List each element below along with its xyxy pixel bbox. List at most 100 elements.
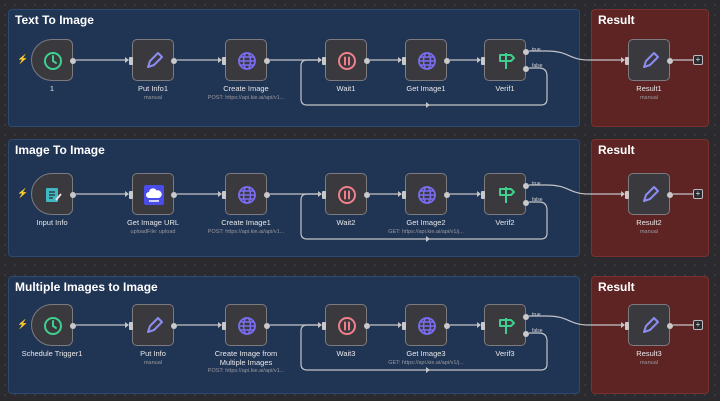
node-put-info1[interactable] <box>129 39 177 81</box>
node-label: Verif1 <box>495 84 515 93</box>
output-port[interactable] <box>444 192 450 198</box>
group-title: Text To Image <box>15 13 94 27</box>
output-port[interactable] <box>364 58 370 64</box>
node-label: Put Info <box>140 349 166 358</box>
group-title: Result <box>598 13 635 27</box>
input-port[interactable] <box>625 322 629 330</box>
node-wait1[interactable] <box>322 39 370 81</box>
connection-arrow <box>398 322 402 328</box>
true-branch-label: true <box>532 47 541 53</box>
input-port[interactable] <box>129 57 133 65</box>
input-port[interactable] <box>322 57 326 65</box>
connection-arrow <box>477 322 481 328</box>
output-port[interactable] <box>171 192 177 198</box>
input-port[interactable] <box>322 322 326 330</box>
node-label: Schedule Trigger1 <box>21 349 83 358</box>
input-port[interactable] <box>402 57 406 65</box>
node-1[interactable] <box>31 39 76 81</box>
input-port[interactable] <box>222 57 226 65</box>
connection-arrow <box>398 191 402 197</box>
node-label: Verif2 <box>495 218 515 227</box>
connection-arrow <box>621 57 625 63</box>
node-result2[interactable] <box>625 173 673 215</box>
pencil-icon <box>147 317 163 333</box>
output-port[interactable] <box>667 58 673 64</box>
node-label: Get Image1 <box>406 84 446 93</box>
input-port[interactable] <box>402 322 406 330</box>
node-verif2[interactable] <box>481 173 529 215</box>
node-create-image[interactable] <box>222 39 270 81</box>
output-port[interactable] <box>444 58 450 64</box>
node-subtitle: POST: https://api.kie.ai/api/v1... <box>207 229 285 235</box>
output-port[interactable] <box>364 323 370 329</box>
input-port[interactable] <box>402 191 406 199</box>
pencil-icon <box>643 52 659 68</box>
output-port[interactable] <box>364 192 370 198</box>
node-put-info[interactable] <box>129 304 177 346</box>
input-port[interactable] <box>129 322 133 330</box>
true-output-port[interactable] <box>523 183 529 189</box>
input-port[interactable] <box>625 57 629 65</box>
node-label: Wait1 <box>336 84 356 93</box>
connection-arrow <box>125 322 129 328</box>
input-port[interactable] <box>625 191 629 199</box>
output-port[interactable] <box>171 58 177 64</box>
false-output-port[interactable] <box>523 66 529 72</box>
node-verif1[interactable] <box>481 39 529 81</box>
node-create-image-from-multiple-images[interactable] <box>222 304 270 346</box>
true-branch-label: true <box>532 312 541 318</box>
output-port[interactable] <box>667 323 673 329</box>
clock-icon <box>44 317 62 335</box>
add-node-button[interactable]: + <box>693 320 703 330</box>
input-port[interactable] <box>481 191 485 199</box>
node-verif3[interactable] <box>481 304 529 346</box>
false-output-port[interactable] <box>523 331 529 337</box>
true-output-port[interactable] <box>523 314 529 320</box>
input-port[interactable] <box>222 191 226 199</box>
input-port[interactable] <box>481 57 485 65</box>
output-port[interactable] <box>264 323 270 329</box>
output-port[interactable] <box>264 58 270 64</box>
output-port[interactable] <box>70 58 76 64</box>
node-label: Create Image1 <box>221 218 271 227</box>
true-output-port[interactable] <box>523 49 529 55</box>
node-wait3[interactable] <box>322 304 370 346</box>
trigger-bolt-icon: ⚡ <box>17 319 29 329</box>
group-title: Image To Image <box>15 143 105 157</box>
node-subtitle: manual <box>639 360 659 366</box>
output-port[interactable] <box>444 323 450 329</box>
globe-icon <box>238 317 256 335</box>
signpost-icon <box>499 53 515 69</box>
input-port[interactable] <box>481 322 485 330</box>
node-get-image1[interactable] <box>402 39 450 81</box>
input-port[interactable] <box>222 322 226 330</box>
node-input-info[interactable] <box>31 173 76 215</box>
output-port[interactable] <box>264 192 270 198</box>
add-node-button[interactable]: + <box>693 55 703 65</box>
node-result3[interactable] <box>625 304 673 346</box>
node-result1[interactable] <box>625 39 673 81</box>
node-get-image2[interactable] <box>402 173 450 215</box>
input-port[interactable] <box>129 191 133 199</box>
true-branch-line <box>529 315 624 326</box>
input-port[interactable] <box>322 191 326 199</box>
false-branch-loop <box>300 193 548 240</box>
output-port[interactable] <box>70 192 76 198</box>
false-branch-loop <box>300 324 548 371</box>
output-port[interactable] <box>70 323 76 329</box>
node-schedule-trigger1[interactable] <box>31 304 76 346</box>
node-label: Result2 <box>636 218 662 227</box>
node-subtitle: manual <box>143 95 163 101</box>
output-port[interactable] <box>667 192 673 198</box>
connection-arrow <box>125 57 129 63</box>
node-get-image-url[interactable] <box>129 173 177 215</box>
group-title: Multiple Images to Image <box>15 280 158 294</box>
node-create-image1[interactable] <box>222 173 270 215</box>
node-wait2[interactable] <box>322 173 370 215</box>
output-port[interactable] <box>171 323 177 329</box>
add-node-button[interactable]: + <box>693 189 703 199</box>
false-output-port[interactable] <box>523 200 529 206</box>
globe-icon <box>418 317 436 335</box>
pause-icon <box>338 52 356 70</box>
node-get-image3[interactable] <box>402 304 450 346</box>
